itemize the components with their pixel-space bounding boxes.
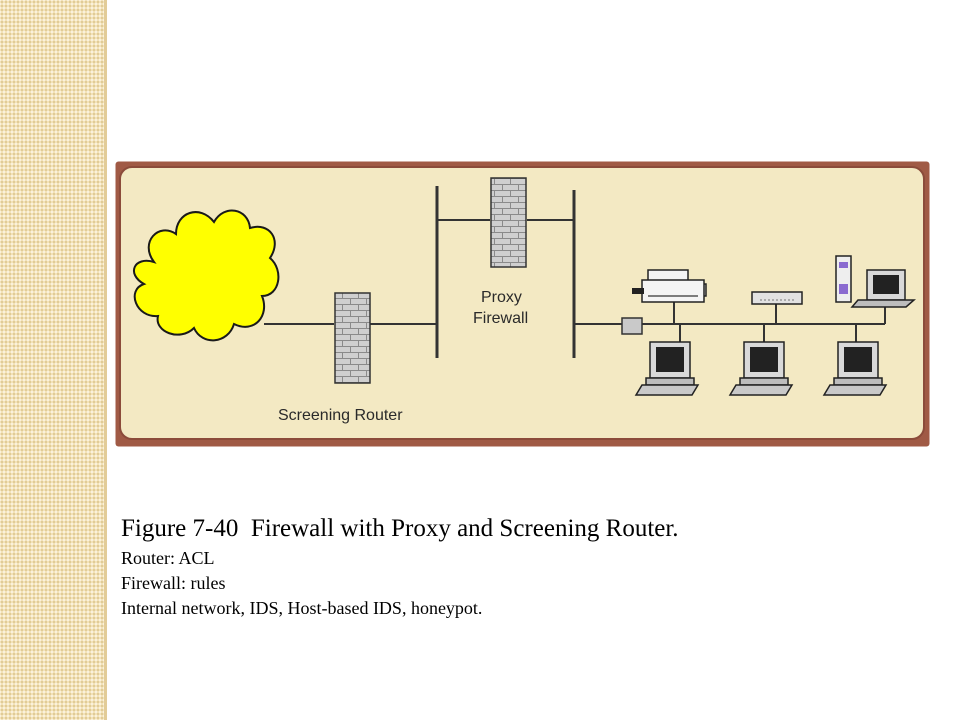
side-strip-border: [104, 0, 107, 720]
proxy-firewall-wall: [490, 177, 527, 268]
ids-host-workstation-icon: [835, 255, 916, 308]
figure-caption: Figure 7-40 Firewall with Proxy and Scre…: [121, 512, 679, 621]
diagram-panel: [119, 166, 925, 440]
caption-title: Figure 7-40 Firewall with Proxy and Scre…: [121, 515, 679, 542]
pc-icon-1: [634, 341, 700, 396]
caption-line-internal: Internal network, IDS, Host-based IDS, h…: [121, 598, 483, 618]
caption-line-router: Router: ACL: [121, 548, 215, 568]
network-diagram: Proxy Firewall Screening Router: [115, 161, 930, 447]
pc-icon-3: [822, 341, 888, 396]
internet-cloud: [132, 209, 280, 342]
screening-router-label: Screening Router: [278, 407, 403, 424]
proxy-label-line1: Proxy: [481, 289, 522, 306]
hub-icon: [621, 317, 643, 335]
caption-line-firewall: Firewall: rules: [121, 573, 226, 593]
printer-icon: [632, 269, 707, 303]
proxy-label-line2: Firewall: [473, 310, 528, 327]
screening-router-wall: [334, 292, 371, 384]
decorative-side-strip: [0, 0, 104, 720]
pc-icon-2: [728, 341, 794, 396]
ids-switch-icon: [751, 291, 803, 305]
